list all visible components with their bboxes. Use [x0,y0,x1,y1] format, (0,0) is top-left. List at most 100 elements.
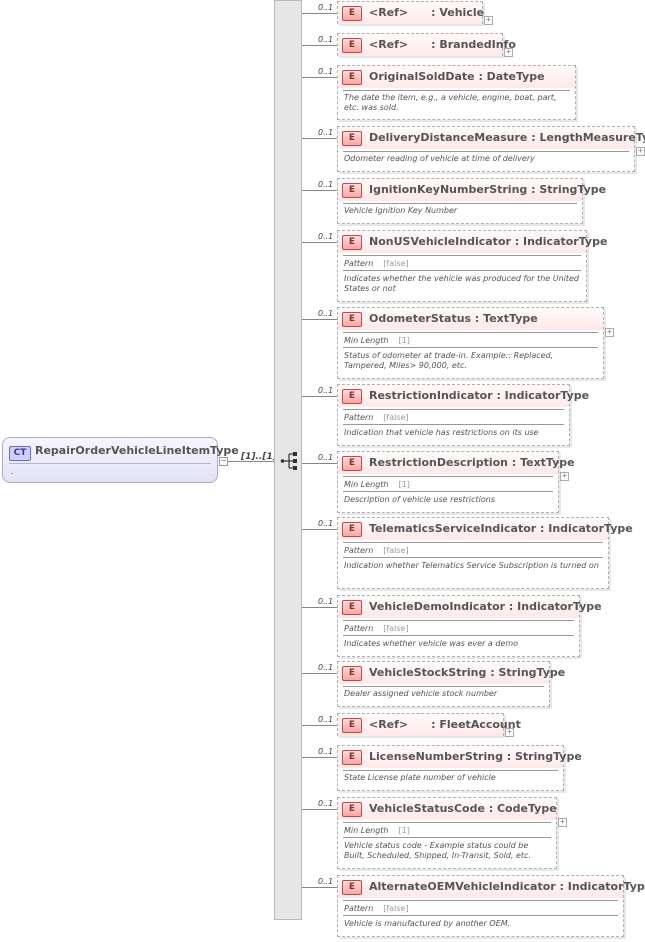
element-multiplicity: 0..1 [318,35,334,44]
facet-label: Min Length [344,826,389,835]
element-documentation: Indication whether Telematics Service Su… [344,561,599,570]
facet-value: [1] [398,480,410,489]
element-badge: E [342,718,362,733]
expand-plus-icon[interactable]: + [504,47,513,57]
element-separator [343,270,581,271]
element-multiplicity: 0..1 [318,453,334,462]
element-badge: E [342,312,362,327]
element-badge: E [342,456,362,471]
element-multiplicity: 0..1 [318,180,334,189]
facet-label: Pattern [344,413,374,422]
element-documentation: State License plate number of vehicle [344,773,496,782]
element-multiplicity: 0..1 [318,67,334,76]
element-connector-line [302,809,337,810]
element-badge: E [342,183,362,198]
element-multiplicity: 0..1 [318,663,334,672]
element-multiplicity: 0..1 [318,386,334,395]
element-connector-line [302,725,337,726]
element-documentation: Indicates whether vehicle was ever a dem… [344,639,519,648]
element-title: VehicleStatusCode : CodeType [369,802,557,815]
element-title: VehicleDemoIndicator : IndicatorType [369,600,602,613]
element-separator [343,476,553,477]
element-badge: E [342,600,362,615]
element-facet: Min Length [1] [344,826,410,835]
element-connector-line [302,673,337,674]
element-title: TelematicsServiceIndicator : IndicatorTy… [369,522,633,535]
complex-type-name: RepairOrderVehicleLineItemType [35,444,239,457]
facet-label: Min Length [344,336,389,345]
element-title: LicenseNumberString : StringType [369,750,582,763]
facet-value: [false] [383,546,409,555]
element-connector-line [302,529,337,530]
complex-type-box[interactable]: CT RepairOrderVehicleLineItemType . [2,437,239,483]
element-multiplicity: 0..1 [318,128,334,137]
element-facet: Min Length [1] [344,480,410,489]
element-documentation: Description of vehicle use restrictions [344,495,496,504]
facet-value: [1] [398,336,410,345]
expand-plus-icon[interactable]: + [605,328,614,337]
expand-plus-icon[interactable]: + [636,147,645,156]
expand-plus-icon[interactable]: + [558,818,567,827]
expand-plus-icon[interactable]: + [560,472,569,481]
element-badge: E [342,235,362,250]
element-separator [343,620,574,621]
element-connector-line [302,463,337,464]
sequence-cardinality: [1]..[1] [241,452,277,462]
element-facet: Pattern[false] [344,904,409,913]
element-multiplicity: 0..1 [318,3,334,12]
sequence-icon[interactable] [280,452,300,470]
element-separator [343,151,629,152]
expand-plus-icon[interactable]: + [484,15,493,25]
facet-value: [false] [383,259,409,268]
element-badge: E [342,802,362,817]
element-documentation: Indicates whether the vehicle was produc… [344,274,580,293]
element-separator [343,90,570,91]
element-separator [343,203,577,204]
element-header: E <Ref> : FleetAccount [338,714,521,736]
facet-label: Pattern [344,624,374,633]
facet-value: [1] [398,826,410,835]
element-documentation: Dealer assigned vehicle stock number [344,689,498,698]
element-badge: E [342,70,362,85]
element-title: DeliveryDistanceMeasure : LengthMeasureT… [369,131,645,144]
element-separator [343,837,551,838]
element-documentation: Status of odometer at trade-in. Example:… [344,351,554,370]
expand-plus-icon[interactable]: + [505,727,514,737]
element-header: E VehicleDemoIndicator : IndicatorType [338,596,602,618]
element-separator [343,255,581,256]
element-multiplicity: 0..1 [318,597,334,606]
element-box[interactable]: E<Ref> : BrandedInfo [337,33,516,56]
collapse-minus-icon[interactable]: − [219,457,228,466]
element-badge: E [342,666,362,681]
element-connector-line [302,396,337,397]
element-title: <Ref> : FleetAccount [369,718,521,731]
element-box[interactable]: E<Ref> : Vehicle [337,1,484,24]
complex-type-separator [9,463,211,464]
element-box[interactable]: E <Ref> : FleetAccount [337,713,521,736]
element-connector-line [302,607,337,608]
element-documentation: Vehicle Ignition Key Number [344,206,458,215]
element-facet: Pattern[false] [344,413,409,422]
element-separator [343,915,618,916]
element-separator [343,770,558,771]
facet-label: Min Length [344,480,389,489]
